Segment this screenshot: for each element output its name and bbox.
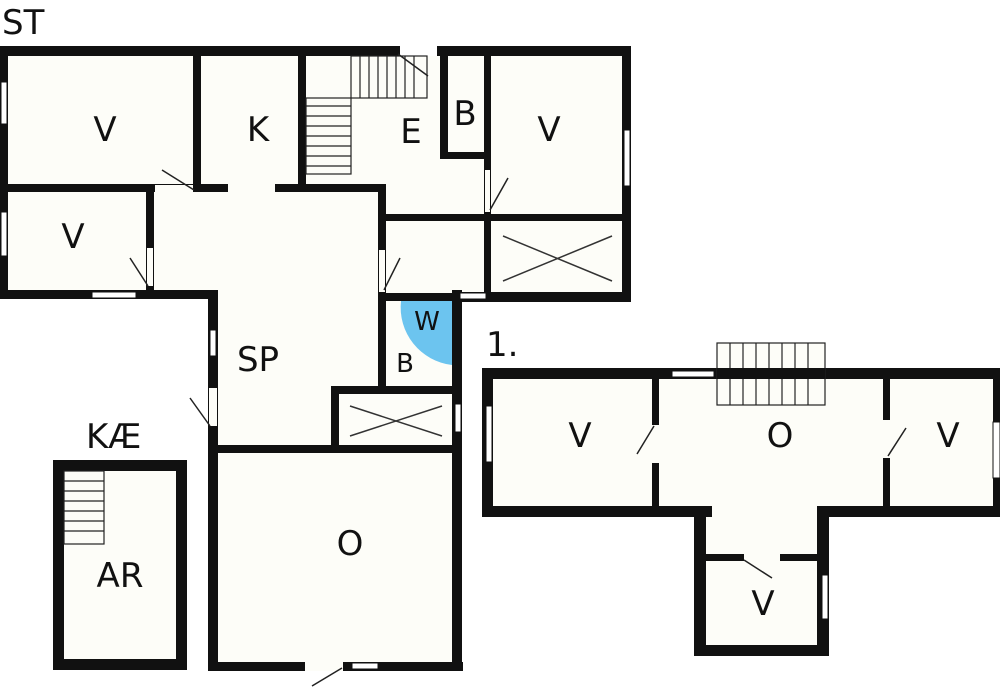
- first-floor-plan: [482, 342, 1000, 656]
- room-label-wc: W: [414, 307, 440, 337]
- room-label-bedroom: V: [751, 584, 775, 624]
- cellar-plan: [53, 460, 187, 670]
- room-label-bedroom: V: [93, 110, 117, 150]
- stairs-icon: [305, 55, 428, 175]
- room-label-bathroom: B: [396, 349, 414, 379]
- room-label-bathroom: B: [453, 94, 477, 134]
- room-label-entrance: E: [400, 112, 422, 152]
- floor-label-ground: ST: [2, 3, 45, 43]
- room-label-living: O: [336, 524, 364, 564]
- floor-label-first: 1.: [486, 325, 519, 365]
- room-label-bedroom: V: [537, 110, 561, 150]
- room-label-storage: AR: [96, 556, 144, 596]
- void-cross-icon: [349, 235, 613, 437]
- floor-label-cellar: KÆ: [86, 417, 142, 457]
- room-label-dining: SP: [236, 340, 280, 380]
- room-label-bedroom: V: [61, 217, 85, 257]
- room-label-bedroom: V: [568, 416, 592, 456]
- toilet-fixture-icon: [400, 301, 452, 365]
- room-label-kitchen: K: [246, 110, 270, 150]
- room-label-living: O: [766, 416, 794, 456]
- stairs-icon: [63, 470, 105, 545]
- room-label-bedroom: V: [936, 416, 960, 456]
- ground-floor-plan: [0, 44, 631, 687]
